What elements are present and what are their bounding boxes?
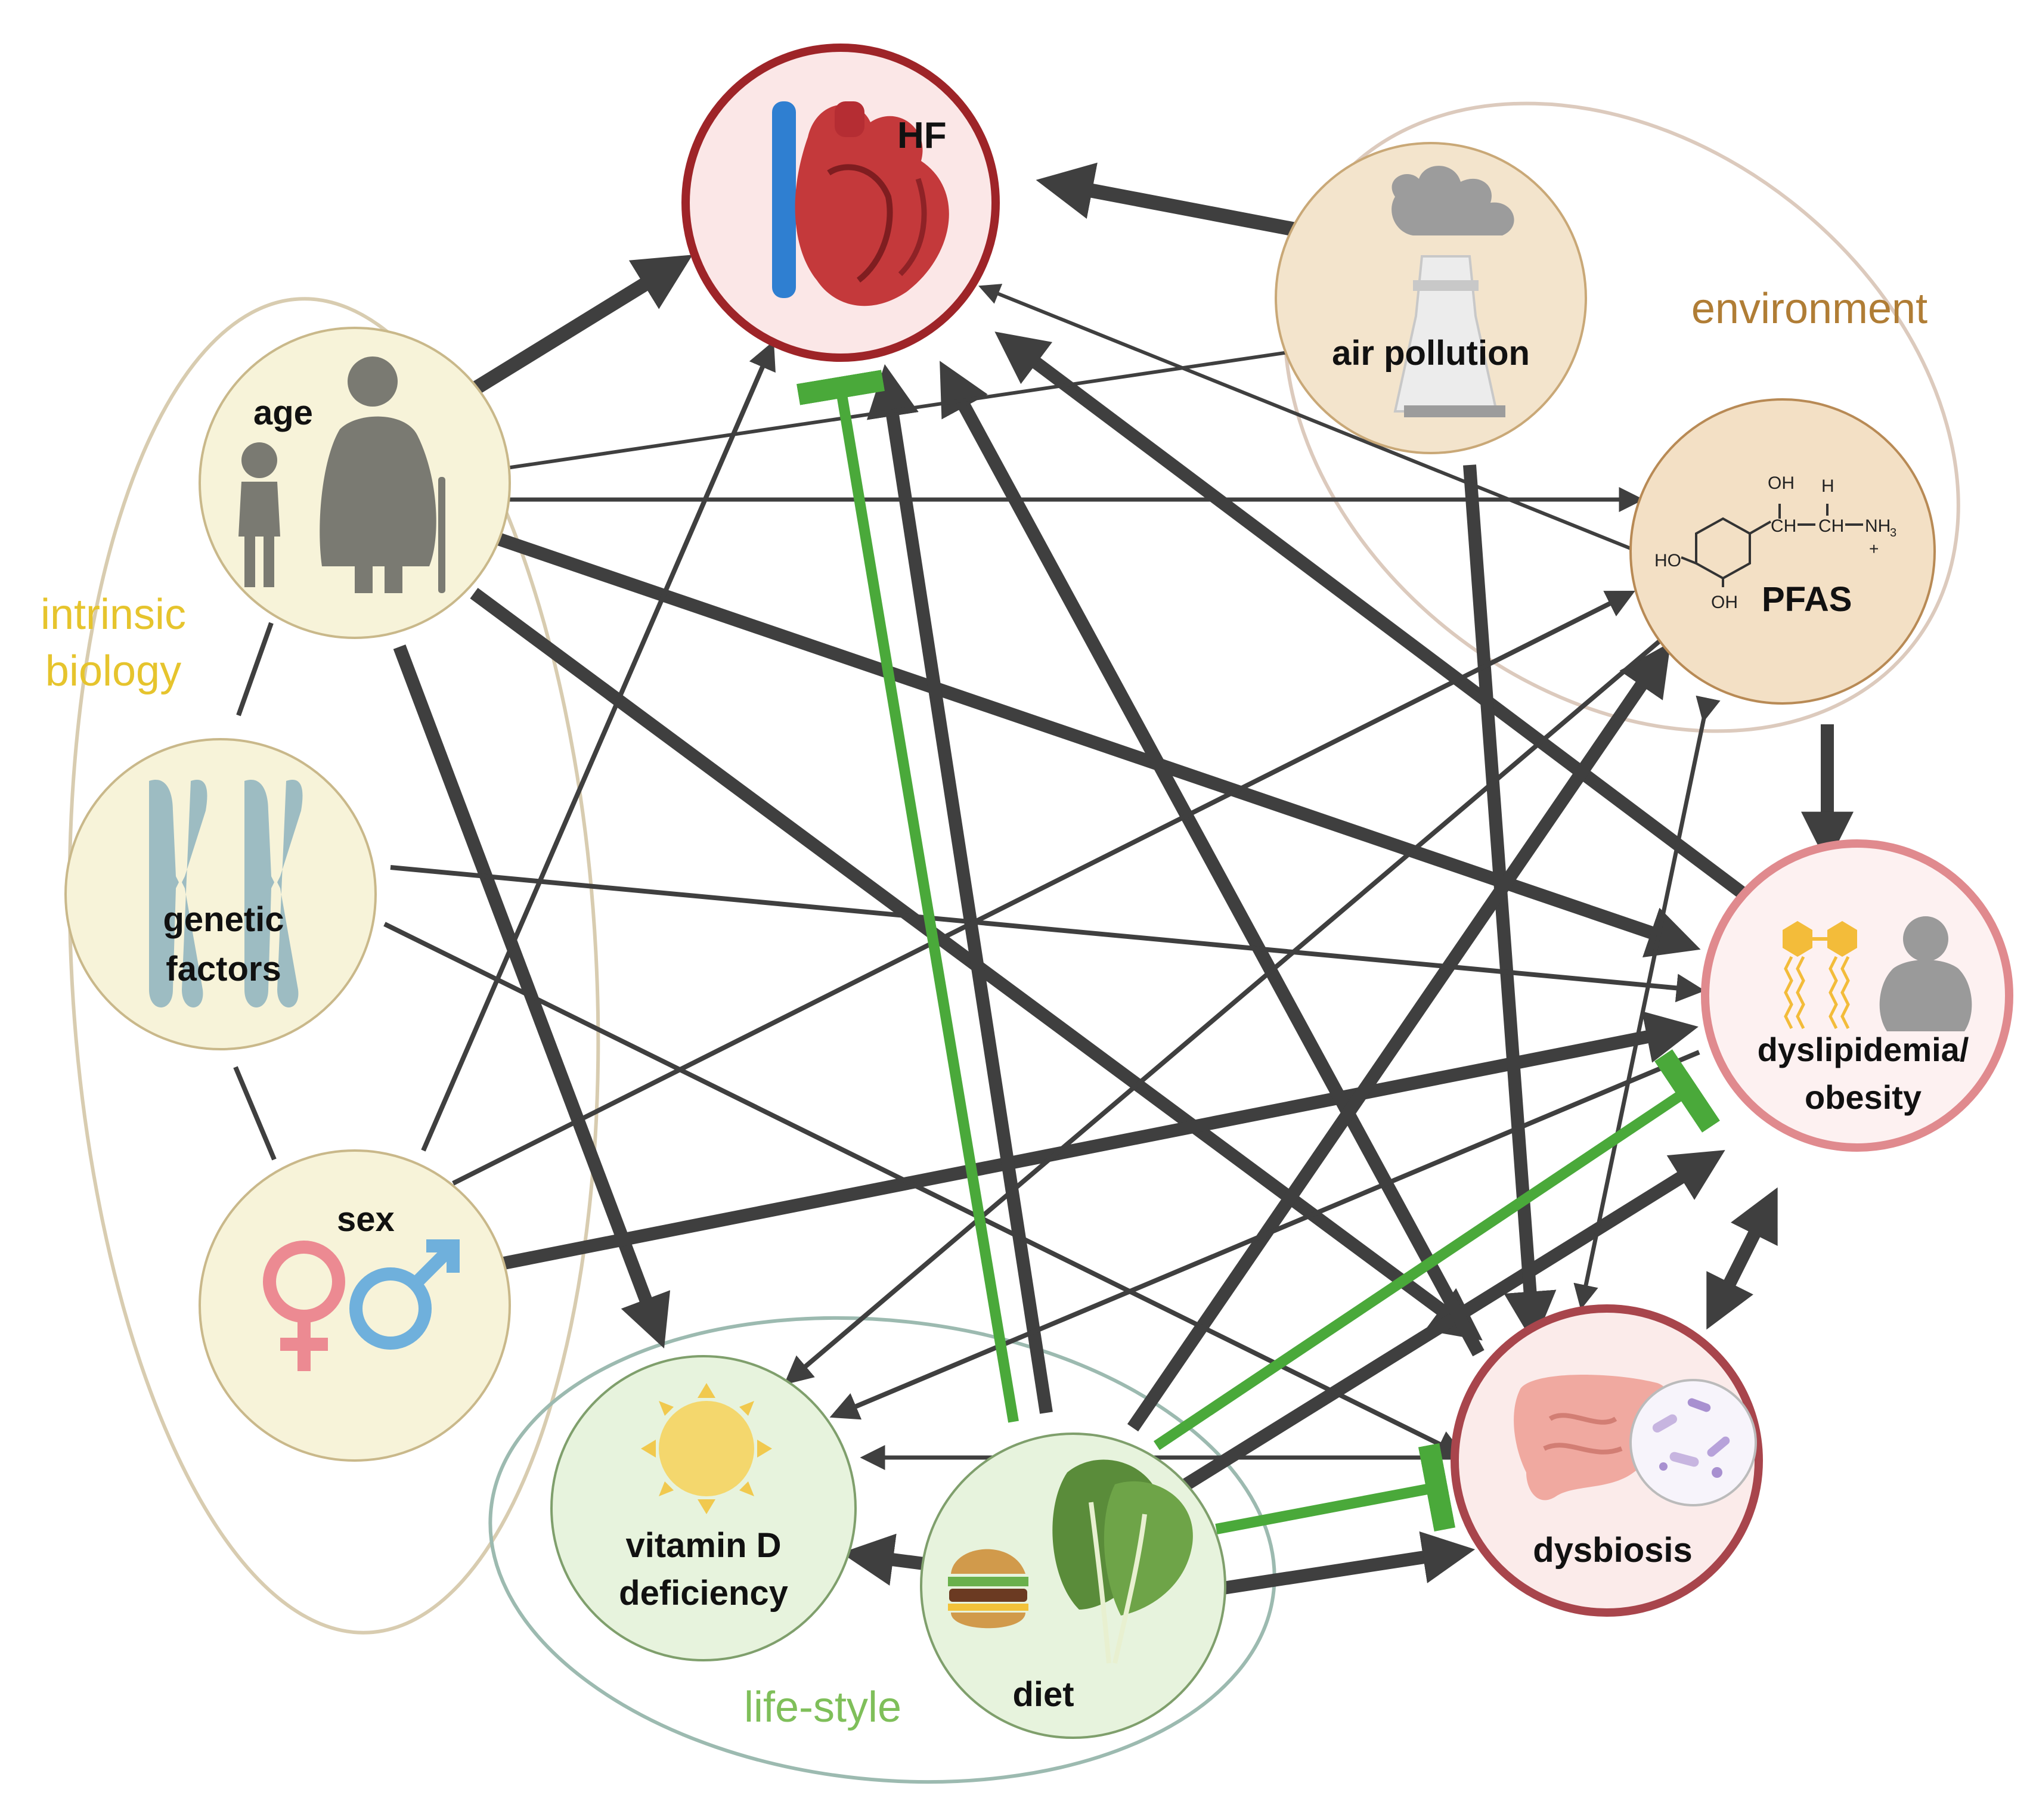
arrow-sex-to-hf <box>421 340 776 1152</box>
bacteria-icon <box>1629 1379 1757 1506</box>
inhibitory-links <box>797 370 1720 1534</box>
arrow-pfas-to-vitd <box>783 635 1665 1385</box>
sex-label: sex <box>337 1200 395 1239</box>
intrinsic-connectors <box>233 622 277 1161</box>
child-icon <box>238 442 280 587</box>
genetic-label-line2: factors <box>166 950 281 988</box>
male-symbol-icon <box>349 1239 460 1350</box>
arrow-age-to-vitd <box>393 644 671 1349</box>
arrow-pfas-to-hf <box>978 284 1632 550</box>
arrow-age-to-hf <box>473 255 693 394</box>
arrow-dyslipidemia-dysbiosis <box>1706 1187 1778 1330</box>
genetic-node[interactable]: genetic factors <box>64 738 377 1050</box>
diet-label: diet <box>1012 1675 1074 1714</box>
vitamin-d-node[interactable]: vitamin D deficiency <box>550 1355 857 1661</box>
arrow-genetic-to-dyslipidemia <box>390 865 1705 1003</box>
sun-icon <box>641 1383 772 1514</box>
lipid-icon <box>1783 921 1857 1030</box>
chem-ch2: CH <box>1818 516 1844 536</box>
inhibit-diet-to-hf <box>797 370 1019 1423</box>
inhibit-diet-to-dysbiosis <box>1215 1443 1456 1534</box>
chem-nh3-sub: 3 <box>1890 526 1896 540</box>
dysbiosis-label: dysbiosis <box>1533 1531 1693 1570</box>
chem-plus: + <box>1869 540 1879 558</box>
chem-oh-top: OH <box>1768 473 1795 493</box>
sex-node[interactable]: sex <box>199 1149 511 1462</box>
inhibit-diet-to-dyslipidemia <box>1153 1049 1720 1450</box>
arrow-age-to-air <box>506 344 1333 470</box>
burger-icon <box>948 1549 1028 1629</box>
arrow-diet-to-hf <box>866 364 1053 1414</box>
lifestyle-group <box>488 1316 1276 1784</box>
dyslipidemia-node[interactable]: dyslipidemia/ obesity <box>1701 839 2013 1152</box>
chromosome-icon <box>149 780 303 1007</box>
chem-ch1: CH <box>1771 516 1796 536</box>
intrinsic-biology-label-line1: intrinsic <box>41 591 186 638</box>
environment-label: environment <box>1691 285 1927 333</box>
chem-ho: HO <box>1654 551 1681 571</box>
pfas-label: PFAS <box>1762 580 1852 619</box>
chem-h: H <box>1821 476 1834 496</box>
arrow-air-to-hf <box>1036 162 1328 243</box>
pfas-node[interactable]: OH H CH CH NH 3 + HO OH PFAS <box>1629 398 1936 705</box>
dyslipidemia-label-line2: obesity <box>1805 1078 1922 1116</box>
intrinsic-biology-group <box>67 297 600 1635</box>
arrow-dyslipidemia-to-vitd <box>829 1050 1700 1420</box>
spinach-icon <box>1052 1459 1193 1664</box>
factory-smoke-icon <box>1392 166 1514 417</box>
air-pollution-node[interactable]: air pollution <box>1275 142 1587 454</box>
arrow-diet-to-pfas <box>1127 642 1671 1432</box>
intestine-icon <box>1514 1375 1669 1500</box>
vitamin-d-label-line1: vitamin D <box>625 1526 781 1565</box>
chem-nh3: NH <box>1865 516 1891 536</box>
heart-icon <box>772 101 949 306</box>
environment-group <box>1283 101 1960 733</box>
diet-node[interactable]: diet <box>920 1433 1226 1739</box>
arrow-dysbiosis-to-hf <box>940 361 1485 1357</box>
genetic-label-line1: genetic <box>163 900 284 939</box>
arrow-sex-to-pfas <box>452 591 1635 1186</box>
chemical-structure-icon <box>1681 504 1863 587</box>
chem-oh-bottom: OH <box>1711 593 1738 612</box>
hf-label: HF <box>897 115 947 156</box>
air-pollution-label: air pollution <box>1332 334 1530 373</box>
arrow-pfas-dysbiosis <box>1573 695 1721 1310</box>
age-label: age <box>253 393 313 432</box>
elderly-person-icon <box>320 356 445 593</box>
female-symbol-icon <box>263 1241 345 1371</box>
arrow-age-to-dysbiosis <box>470 588 1483 1341</box>
hf-node[interactable]: HF <box>681 44 1000 362</box>
arrow-diet-to-dysbiosis <box>1218 1531 1476 1595</box>
intrinsic-biology-label-line2: biology <box>45 647 181 695</box>
age-node[interactable]: age <box>199 327 511 639</box>
obese-person-icon <box>1879 916 1972 1031</box>
dysbiosis-node[interactable]: dysbiosis <box>1451 1304 1763 1617</box>
arrow-age-to-dyslipidemia <box>472 524 1701 957</box>
vitamin-d-label-line2: deficiency <box>619 1574 788 1613</box>
arrow-sex-to-dyslipidemia <box>499 1011 1699 1270</box>
lifestyle-label: life-style <box>744 1683 901 1731</box>
dyslipidemia-label-line1: dyslipidemia/ <box>1758 1031 1969 1068</box>
